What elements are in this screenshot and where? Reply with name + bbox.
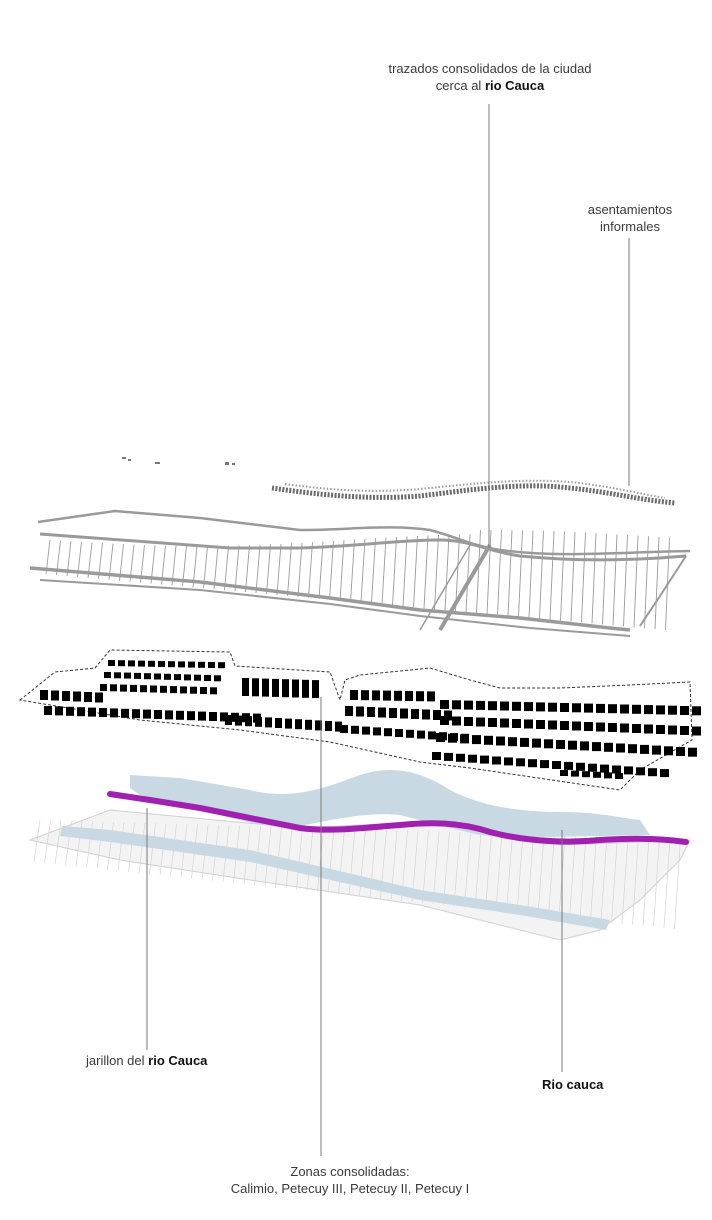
street-grid-layer: [29, 509, 691, 637]
label-trazados-line1: trazados consolidados de la ciudad: [388, 61, 592, 76]
consolidated-blocks-layer: [18, 649, 701, 791]
label-trazados-plain: cerca al: [435, 78, 485, 93]
label-asentamientos-line2: informales: [600, 219, 660, 234]
label-jarillon-plain: jarillon del: [86, 1053, 149, 1068]
informal-settlements-layer: [122, 457, 676, 506]
label-asentamientos-line1: asentamientos: [587, 202, 673, 217]
label-rio: Rio cauca: [542, 1076, 662, 1093]
base-map-layer: [28, 770, 691, 941]
label-asentamientos: asentamientos informales: [560, 201, 700, 235]
label-trazados-line2: cerca al rio Cauca: [370, 77, 610, 94]
label-rio-bold: Rio cauca: [542, 1077, 604, 1092]
label-zonas: Zonas consolidadas: Calimio, Petecuy III…: [180, 1163, 520, 1197]
label-zonas-line2: Calimio, Petecuy III, Petecuy II, Petecu…: [230, 1181, 470, 1196]
jarillon-shape: [107, 791, 689, 845]
label-trazados: trazados consolidados de la ciudad cerca…: [370, 60, 610, 94]
label-jarillon: jarillon del rio Cauca: [86, 1052, 286, 1069]
label-trazados-bold: rio Cauca: [484, 78, 545, 93]
leader-lines: [146, 104, 630, 1156]
label-jarillon-bold: rio Cauca: [148, 1053, 208, 1068]
label-zonas-line1: Zonas consolidadas:: [290, 1164, 410, 1179]
canal-shape: [60, 826, 610, 930]
